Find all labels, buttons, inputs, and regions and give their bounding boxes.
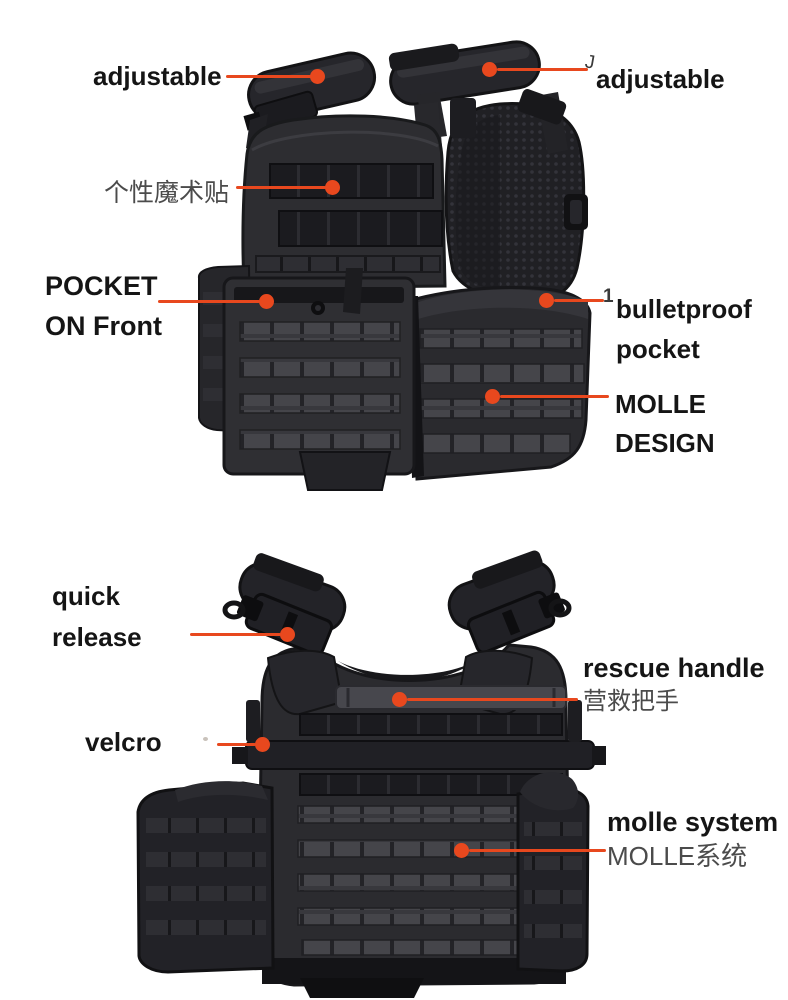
label-bulletproof-pocket: bulletproof pocket [616,289,752,369]
label-quick-release: quick release [52,576,142,658]
leader-line-adjustable-left [226,75,318,78]
leader-dot-rescue-handle [392,692,407,707]
leader-dot-adjustable-right [482,62,497,77]
leader-line-quick-release [190,633,281,636]
stray-mark: 1 [603,286,614,307]
leader-dot-molle-system [454,843,469,858]
leader-dot-pocket-on-front [259,294,274,309]
label-molle-system: molle system MOLLE系统 [607,806,778,873]
leader-dot-custom-velcro-patch [325,180,340,195]
leader-line-molle-system [469,849,606,852]
stray-mark: J [583,51,597,74]
label-pocket-on-front: POCKET ON Front [45,266,162,346]
stray-speck [203,737,208,741]
leader-line-adjustable-right [497,68,588,71]
label-line: POCKET [45,271,158,301]
leader-line-velcro [217,743,256,746]
label-line: quick [52,581,120,611]
label-line: DESIGN [615,428,715,458]
label-adjustable-left: adjustable [93,61,222,91]
leader-dot-bulletproof-pocket [539,293,554,308]
front-velcro-strip-2 [278,210,443,247]
leader-line-custom-velcro-patch [236,186,326,189]
back-right-shoulder-pad [447,550,556,631]
label-molle-design: MOLLE DESIGN [615,385,715,463]
label-line: molle system [607,807,779,837]
label-line: 营救把手 [583,688,679,715]
leader-dot-velcro [255,737,270,752]
front-right-shoulder-pad [388,40,541,106]
leader-line-bulletproof-pocket [554,299,604,302]
label-adjustable-right: adjustable [596,64,725,94]
vest-front-illustration [197,40,592,491]
front-velcro-strip-1 [269,163,434,199]
label-line: MOLLE系统 [607,841,748,871]
leader-dot-molle-design [485,389,500,404]
label-line: release [52,622,142,652]
label-line: ON Front [45,311,162,341]
leader-line-molle-design [500,395,609,398]
leader-dot-quick-release [280,627,295,642]
leader-line-pocket-on-front [158,300,260,303]
label-custom-velcro-patch: 个性魔术贴 [104,179,230,207]
leader-line-rescue-handle [407,698,578,701]
label-line: pocket [616,334,700,364]
leader-dot-adjustable-left [310,69,325,84]
label-line: MOLLE [615,389,706,419]
label-line: bulletproof [616,294,752,324]
label-rescue-handle: rescue handle 营救把手 [583,652,765,719]
back-left-quick-release-buckle [236,592,334,656]
label-line: rescue handle [583,653,765,683]
label-velcro: velcro [85,727,162,757]
